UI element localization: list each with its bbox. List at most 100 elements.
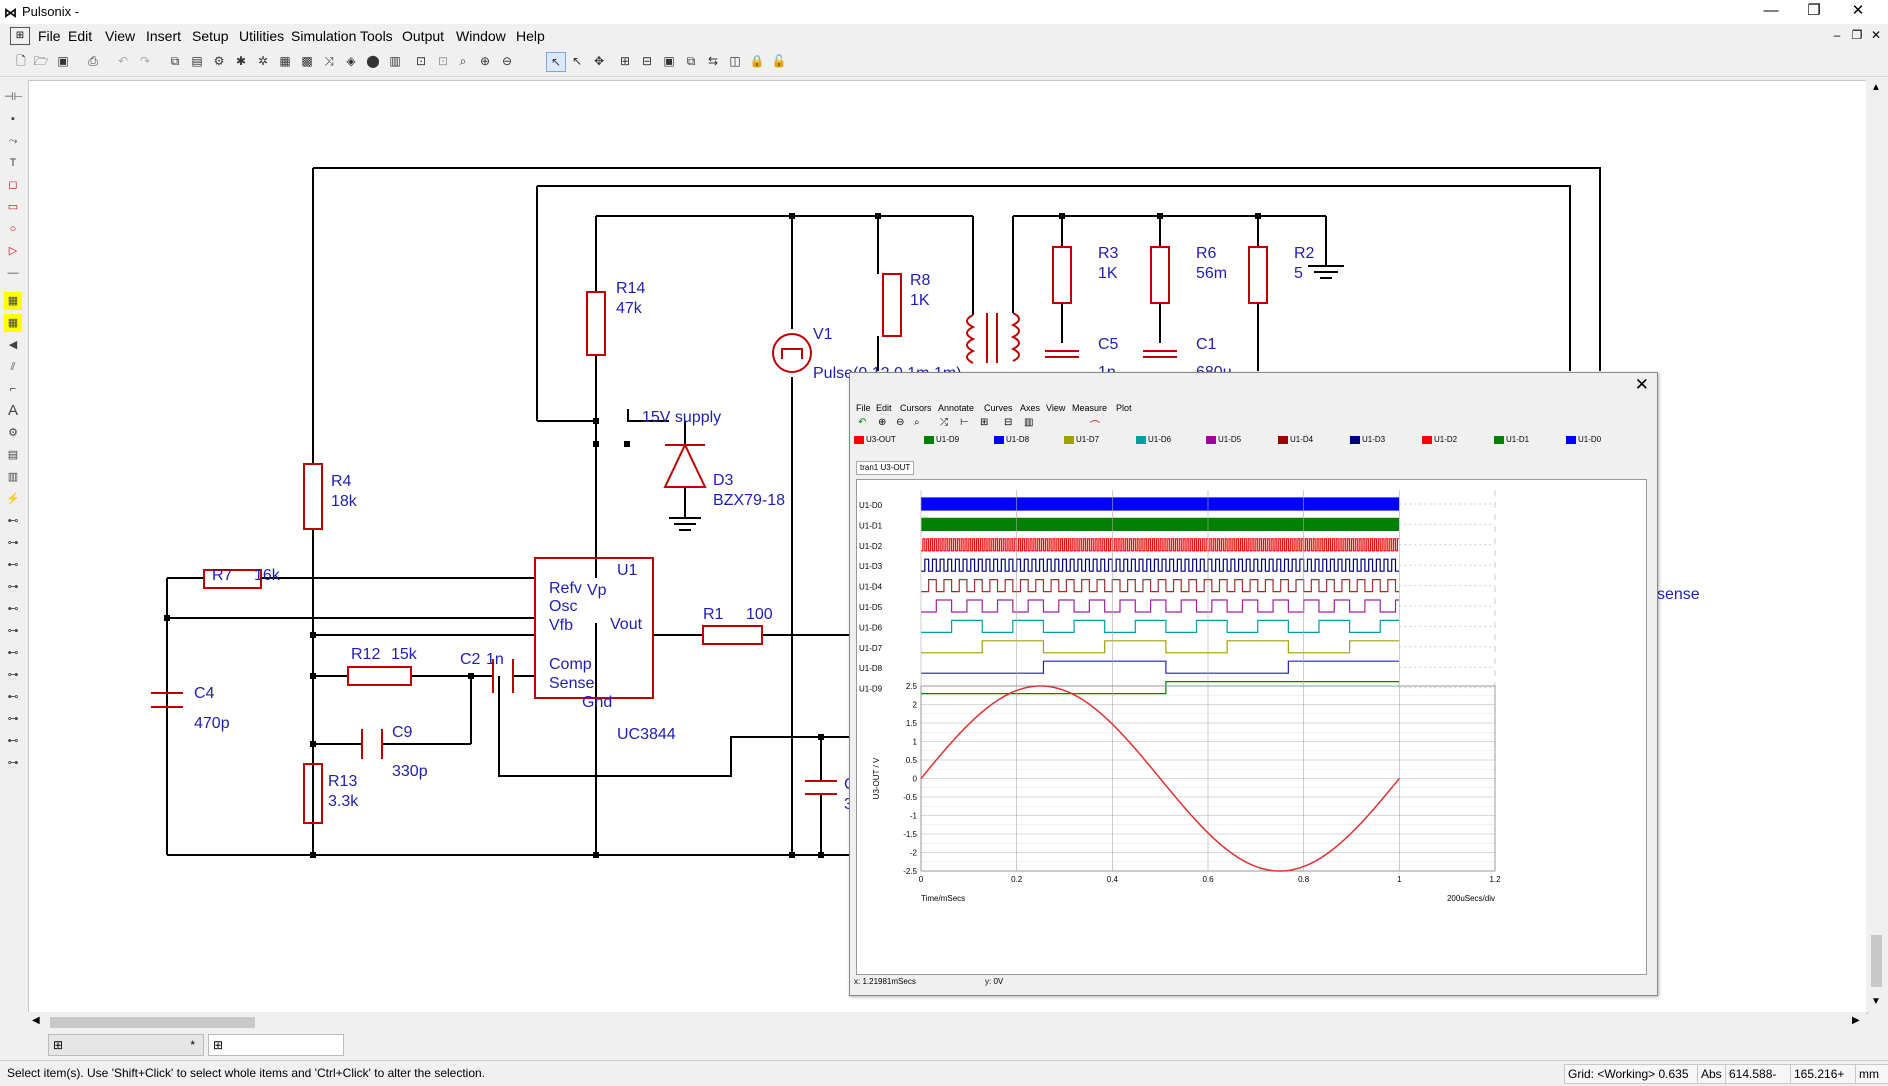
menu-output[interactable]: Output	[402, 28, 445, 44]
new-icon[interactable]: 🗋	[16, 54, 26, 68]
ground-icon[interactable]: ⊶	[7, 713, 19, 725]
settings-icon[interactable]: ⚙	[8, 427, 18, 439]
probe-icon[interactable]: ▤	[7, 449, 19, 461]
wave-menu-cursors[interactable]: Cursors	[900, 403, 932, 413]
tab-schematic-1[interactable]: ⊞ *	[48, 1034, 204, 1056]
wave-zoom-in-icon[interactable]: ⊕	[878, 417, 887, 428]
tab-schematic-2[interactable]: ⊞	[208, 1034, 344, 1056]
circle-icon[interactable]: ○	[9, 223, 17, 235]
wave-zoom-out-icon[interactable]: ⊖	[896, 417, 905, 428]
horizontal-scroll-thumb[interactable]	[50, 1017, 255, 1028]
scroll-right-icon[interactable]: ▶	[1852, 1015, 1860, 1026]
copy-icon[interactable]: ⧉	[170, 54, 180, 68]
grid-icon[interactable]: ⤨	[324, 54, 334, 68]
capacitor-icon[interactable]: ⊷	[7, 647, 19, 659]
save-icon[interactable]: ▣	[57, 54, 69, 68]
add-wire-icon[interactable]: ⤳	[8, 135, 18, 147]
legend-u3-out[interactable]: U3-OUT	[854, 435, 896, 444]
copy-block-icon[interactable]: ⧉	[686, 54, 696, 68]
wave-menu-annotate[interactable]: Annotate	[938, 403, 975, 413]
redo-icon[interactable]: ↷	[139, 54, 151, 68]
hierarchy-icon[interactable]: ▦	[4, 314, 22, 332]
legend-u1-d9[interactable]: U1-D9	[924, 435, 959, 444]
rectangle-icon[interactable]: ▭	[7, 201, 19, 213]
waveform-tab[interactable]: tran1 U3-OUT	[856, 461, 915, 475]
undo-icon[interactable]: ↶	[117, 54, 129, 68]
print-icon[interactable]: ⎙	[88, 54, 98, 68]
wave-menu-measure[interactable]: Measure	[1072, 403, 1108, 413]
menu-edit[interactable]: Edit	[68, 28, 93, 44]
wave-curve-icon[interactable]: ⤮	[940, 417, 948, 428]
wave-menu-axes[interactable]: Axes	[1020, 403, 1041, 413]
mirror-icon[interactable]: ◫	[729, 54, 741, 68]
wave-menu-edit[interactable]: Edit	[876, 403, 892, 413]
menu-view[interactable]: View	[105, 28, 136, 44]
legend-u1-d2[interactable]: U1-D2	[1422, 435, 1457, 444]
wave-grid-icon[interactable]: ▥	[1024, 417, 1034, 428]
menu-setup[interactable]: Setup	[192, 28, 229, 44]
select-icon[interactable]: ↖	[546, 52, 566, 72]
text-icon[interactable]: T	[9, 157, 17, 169]
zoom-area-icon[interactable]: ✲	[257, 54, 269, 68]
legend-u1-d6[interactable]: U1-D6	[1136, 435, 1171, 444]
wave-measure-icon[interactable]: ⊟	[1004, 417, 1013, 428]
menu-window[interactable]: Window	[456, 28, 506, 44]
wave-marker-icon[interactable]: ⌒	[1090, 421, 1100, 432]
wave-undo-icon[interactable]: ↶	[858, 417, 867, 428]
add-net-icon[interactable]: ▪	[11, 113, 15, 125]
meter-icon[interactable]: ⊶	[7, 537, 19, 549]
menu-utilities[interactable]: Utilities	[239, 28, 285, 44]
doc-minimize-button[interactable]: ‒	[1833, 28, 1841, 42]
vertical-scrollbar[interactable]: ▲ ▼	[1866, 80, 1886, 1012]
horizontal-scrollbar[interactable]: ◀ ▶	[28, 1012, 1866, 1032]
component-icon[interactable]: ⚙	[213, 54, 225, 68]
wave-menu-view[interactable]: View	[1046, 403, 1066, 413]
align-icon[interactable]: ⬤	[366, 54, 380, 68]
scroll-left-icon[interactable]: ◀	[32, 1015, 40, 1026]
line-icon[interactable]: —	[7, 267, 19, 279]
select-pin-icon[interactable]: ↖	[571, 54, 583, 68]
menu-tools[interactable]: Tools	[360, 28, 393, 44]
legend-u1-d1[interactable]: U1-D1	[1494, 435, 1529, 444]
library-icon[interactable]: ▤	[191, 54, 203, 68]
bus-icon[interactable]: ⫽	[10, 361, 16, 373]
lock-icon[interactable]: 🔒	[749, 54, 765, 68]
gate-icon[interactable]: ⊷	[7, 559, 19, 571]
zoom-icon[interactable]: ⊡	[415, 54, 427, 68]
open-icon[interactable]: 🗁	[33, 54, 49, 68]
zoom-out-icon[interactable]: ⊖	[501, 54, 513, 68]
vertical-scroll-thumb[interactable]	[1871, 935, 1882, 987]
wave-cursor-icon[interactable]: ⊢	[960, 417, 969, 428]
waveform-close-button[interactable]: ✕	[1634, 375, 1649, 394]
zoom-window-icon[interactable]: ⌕	[459, 54, 467, 68]
legend-u1-d3[interactable]: U1-D3	[1350, 435, 1385, 444]
minimize-button[interactable]: —	[1763, 2, 1779, 19]
zoom-previous-icon[interactable]: ⊡	[437, 54, 449, 68]
legend-u1-d7[interactable]: U1-D7	[1064, 435, 1099, 444]
simulate-icon[interactable]: ▥	[7, 471, 19, 483]
transistor-icon[interactable]: ⊷	[7, 603, 19, 615]
wave-menu-plot[interactable]: Plot	[1116, 403, 1132, 413]
legend-u1-d0[interactable]: U1-D0	[1566, 435, 1601, 444]
font-icon[interactable]: A	[7, 402, 18, 419]
inductor-icon[interactable]: ⊶	[7, 669, 19, 681]
probe-icon[interactable]: ▥	[389, 54, 401, 68]
document-icon[interactable]: ⊞	[10, 27, 30, 45]
abs-toggle[interactable]: Abs	[1697, 1064, 1729, 1084]
unlock-icon[interactable]: 🔓	[771, 54, 787, 68]
menu-help[interactable]: Help	[516, 28, 545, 44]
triangle-icon[interactable]: ▷	[8, 245, 18, 257]
wire-icon[interactable]: ▩	[301, 54, 313, 68]
wave-axis-icon[interactable]: ⊞	[980, 417, 989, 428]
add-component-icon[interactable]: ⊣⊢	[4, 91, 24, 103]
legend-u1-d8[interactable]: U1-D8	[994, 435, 1029, 444]
move-icon[interactable]: ✥	[593, 54, 605, 68]
scroll-up-icon[interactable]: ▲	[1871, 82, 1881, 93]
layers-icon[interactable]: ◈	[346, 54, 356, 68]
menu-insert[interactable]: Insert	[146, 28, 182, 44]
supply-icon[interactable]: ⊷	[7, 735, 19, 747]
doc-restore-button[interactable]: ❐	[1851, 28, 1863, 42]
table-icon[interactable]: ⊟	[641, 54, 653, 68]
resistor-icon[interactable]: ⊷	[7, 691, 19, 703]
